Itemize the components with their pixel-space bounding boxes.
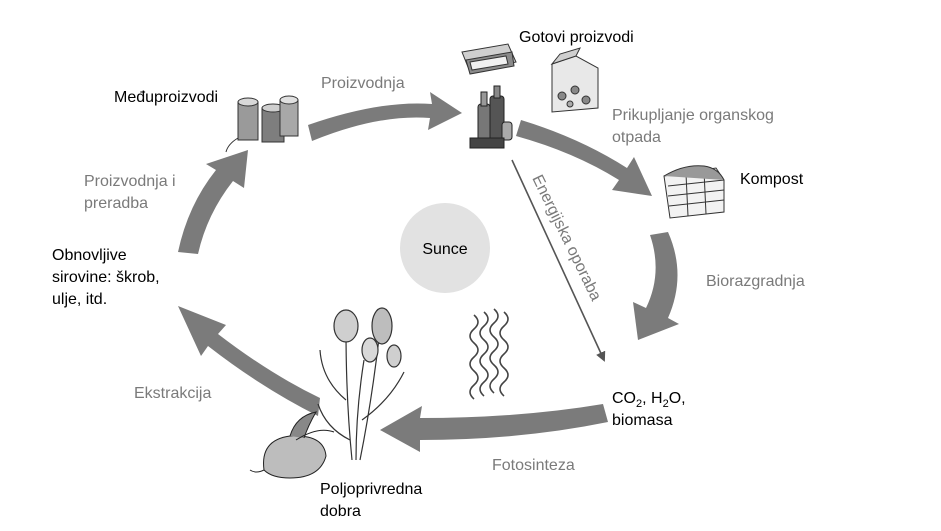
- label-biorazgradnja: Biorazgradnja: [706, 273, 805, 290]
- label-prikupljanje-organskog-otpada: Prikupljanje organskog otpada: [612, 107, 778, 146]
- label-poljoprivredna-dobra: Poljoprivredna dobra: [320, 481, 427, 520]
- milk-carton-icon: [550, 47, 599, 113]
- sunlight-waves-icon: [469, 308, 509, 400]
- arrow-energijska-oporaba: [511, 159, 606, 362]
- spools-icon: [225, 95, 299, 153]
- label-meduproizvodi: Međuproizvodi: [114, 89, 218, 106]
- arrow-fotosinteza: [380, 404, 608, 452]
- label-proizvodnja: Proizvodnja: [321, 75, 405, 92]
- bottles-icon: [469, 85, 513, 149]
- label-kompost: Kompost: [740, 171, 804, 188]
- label-co2-h2o: CO2, H2O,: [612, 390, 686, 410]
- sun-circle: [400, 203, 490, 293]
- label-gotovi-proizvodi: Gotovi proizvodi: [519, 29, 634, 46]
- arrow-prikupljanje: [516, 120, 652, 196]
- label-sunce: Sunce: [422, 241, 467, 258]
- grain-plants-icon: [317, 307, 405, 461]
- label-fotosinteza: Fotosinteza: [492, 457, 575, 474]
- sugar-beet-icon: [249, 411, 335, 479]
- food-tray-icon: [461, 43, 517, 75]
- arrow-biorazgradnja: [633, 232, 679, 340]
- label-biomasa: biomasa: [612, 412, 673, 429]
- compost-bin-icon: [663, 165, 725, 219]
- label-obnovljive-sirovine: Obnovljive sirovine: škrob, ulje, itd.: [52, 247, 164, 308]
- label-energijska-oporaba: Energijska oporaba: [528, 172, 604, 303]
- label-proizvodnja-i-preradba: Proizvodnja i preradba: [84, 173, 180, 212]
- arrow-proizvodnja: [308, 92, 462, 141]
- cycle-arrows: [178, 92, 679, 452]
- arrow-ekstrakcija: [178, 306, 320, 416]
- label-ekstrakcija: Ekstrakcija: [134, 385, 211, 402]
- arrow-proizvodnja-preradba: [178, 150, 248, 254]
